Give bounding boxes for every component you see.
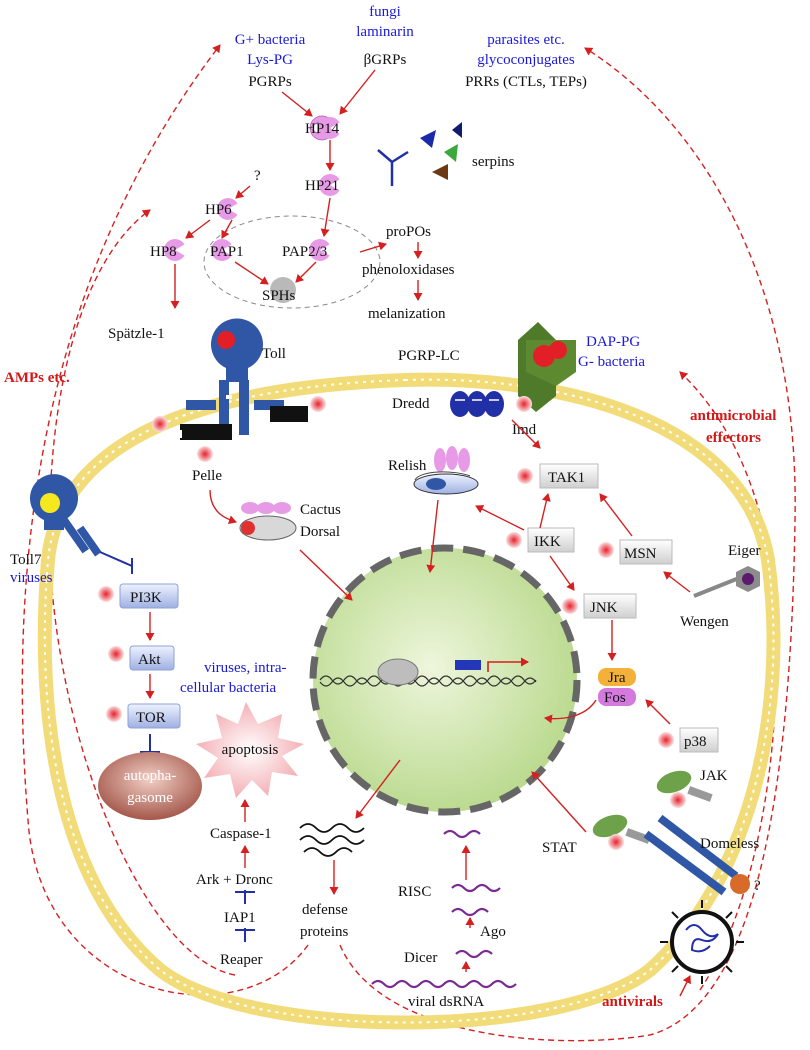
effectors-label: effectors bbox=[706, 430, 761, 446]
msn-node bbox=[598, 539, 673, 565]
nucleus bbox=[309, 544, 581, 816]
toll-receptor bbox=[180, 318, 308, 440]
iap1-label: IAP1 bbox=[224, 910, 256, 926]
cactus-dorsal-complex bbox=[239, 502, 297, 541]
pi3k-label: PI3K bbox=[130, 590, 162, 606]
viruses-label: viruses bbox=[10, 570, 53, 586]
domeless-question: ? bbox=[754, 878, 761, 894]
jnk-label: JNK bbox=[590, 600, 618, 616]
sph-complex-boundary bbox=[203, 215, 381, 309]
vir-intra-label: viruses, intra- bbox=[204, 660, 286, 676]
defense-label: defense bbox=[302, 902, 348, 918]
p38-label: p38 bbox=[684, 734, 707, 750]
melan-label: melanization bbox=[368, 306, 446, 322]
glyco-label: glycoconjugates bbox=[477, 52, 575, 68]
reaper-label: Reaper bbox=[220, 952, 262, 968]
tak1-node bbox=[517, 463, 599, 489]
apoptosis-label: apoptosis bbox=[222, 742, 279, 758]
cell-bact-label: cellular bacteria bbox=[180, 680, 277, 696]
wengen-label: Wengen bbox=[680, 614, 729, 630]
hp8-label: HP8 bbox=[150, 244, 177, 260]
pgrp-lc-receptor bbox=[518, 322, 576, 412]
toll7-label: Toll7 bbox=[10, 552, 42, 568]
p38-node bbox=[658, 727, 719, 753]
apoptosis-burst bbox=[196, 702, 304, 798]
dredd-icon bbox=[450, 391, 504, 417]
gasome-label: gasome bbox=[127, 790, 173, 806]
laminarin-label: laminarin bbox=[356, 24, 414, 40]
tor-node bbox=[106, 703, 181, 729]
sph-icon bbox=[270, 277, 296, 303]
relish-label: Relish bbox=[388, 458, 427, 474]
risc-label: RISC bbox=[398, 884, 431, 900]
dicer-label: Dicer bbox=[404, 950, 437, 966]
pelle-label: Pelle bbox=[192, 468, 222, 484]
cactus-label: Cactus bbox=[300, 502, 341, 518]
fos-label: Fos bbox=[604, 690, 626, 706]
pi3k-node bbox=[98, 583, 179, 609]
rnai-icons bbox=[371, 829, 517, 989]
jak-label: JAK bbox=[700, 768, 728, 784]
eiger-wengen-icon bbox=[693, 566, 760, 598]
jra-label: Jra bbox=[608, 670, 626, 686]
toll7-receptor bbox=[29, 474, 102, 557]
arkdronc-label: Ark + Dronc bbox=[196, 872, 273, 888]
hp21-label: HP21 bbox=[305, 178, 339, 194]
hp6-question: ? bbox=[254, 168, 261, 184]
prrs-label: PRRs (CTLs, TEPs) bbox=[465, 74, 587, 90]
dorsal-label: Dorsal bbox=[300, 524, 340, 540]
tak1-label: TAK1 bbox=[548, 470, 585, 486]
akt-node bbox=[108, 645, 175, 671]
serpins-label: serpins bbox=[472, 154, 515, 170]
pap1-label: PAP1 bbox=[210, 244, 244, 260]
sphs-label: SPHs bbox=[262, 288, 296, 304]
stat-label: STAT bbox=[542, 840, 577, 856]
hp6-label: HP6 bbox=[205, 202, 232, 218]
jra-fos-complex bbox=[598, 668, 636, 706]
dredd-label: Dredd bbox=[392, 396, 430, 412]
pgrps-label: PGRPs bbox=[248, 74, 292, 90]
relish-icon bbox=[413, 446, 479, 495]
promoter bbox=[455, 660, 481, 670]
phenol-label: phenoloxidases bbox=[362, 262, 455, 278]
proteins-label: proteins bbox=[300, 924, 348, 940]
antivirals-label: antivirals bbox=[602, 994, 663, 1010]
antimicrobial-label: antimicrobial bbox=[690, 408, 776, 424]
gplus-label: G+ bacteria bbox=[235, 32, 306, 48]
dna-helix bbox=[319, 675, 537, 687]
domeless-label: Domeless bbox=[700, 836, 759, 852]
caspase-label: Caspase-1 bbox=[210, 826, 272, 842]
bgrps-label: βGRPs bbox=[364, 52, 407, 68]
viraldsrna-label: viral dsRNA bbox=[408, 994, 484, 1010]
ikk-node bbox=[506, 527, 575, 553]
autopha-label: autopha- bbox=[124, 768, 176, 784]
fungi-label: fungi bbox=[369, 4, 401, 20]
akt-label: Akt bbox=[138, 652, 161, 668]
toll-label: Toll bbox=[262, 346, 286, 362]
propos-label: proPOs bbox=[386, 224, 431, 240]
gminus-label: G- bacteria bbox=[578, 354, 645, 370]
jnk-node bbox=[562, 593, 637, 619]
pgrplc-label: PGRP-LC bbox=[398, 348, 460, 364]
dappg-label: DAP-PG bbox=[586, 334, 640, 350]
pap23-label: PAP2/3 bbox=[282, 244, 327, 260]
ikk-label: IKK bbox=[534, 534, 561, 550]
ago-label: Ago bbox=[480, 924, 506, 940]
jak-stat-domeless bbox=[592, 770, 750, 896]
eiger-label: Eiger bbox=[728, 543, 760, 559]
polymerase bbox=[377, 658, 419, 686]
serpins-icon bbox=[377, 122, 462, 186]
spatzle-label: Spätzle-1 bbox=[108, 326, 165, 342]
hp14-label: HP14 bbox=[305, 121, 340, 137]
msn-label: MSN bbox=[624, 546, 657, 562]
autophagosome bbox=[98, 752, 202, 820]
amps-label: AMPs etc. bbox=[4, 370, 70, 386]
mrna-icon bbox=[299, 823, 365, 857]
parasites-label: parasites etc. bbox=[487, 32, 564, 48]
lyspg-label: Lys-PG bbox=[247, 52, 293, 68]
virus-particle bbox=[660, 900, 744, 984]
tor-label: TOR bbox=[136, 710, 166, 726]
